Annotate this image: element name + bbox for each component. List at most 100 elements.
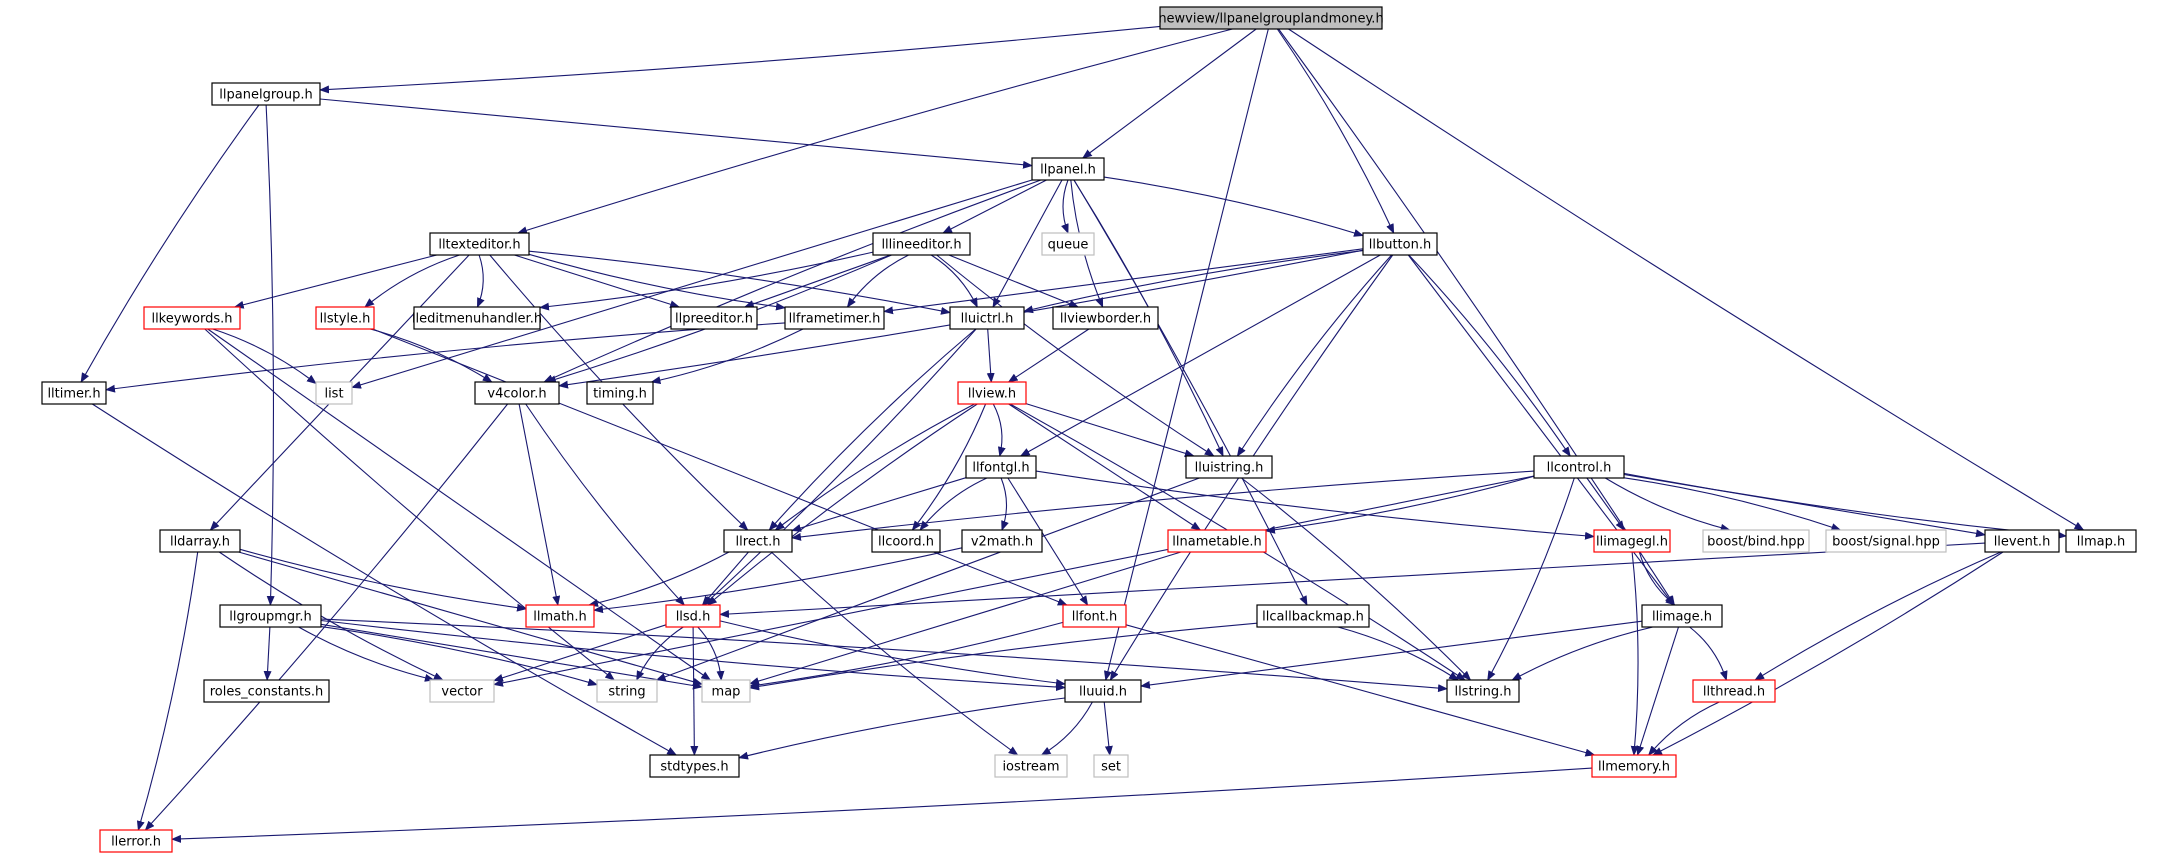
node-vector[interactable]: vector	[429, 679, 495, 703]
node-roles_constants[interactable]: roles_constants.h	[203, 679, 330, 703]
edge-llcontrol-to-llrect	[791, 470, 1535, 541]
node-lllineeditor[interactable]: lllineeditor.h	[872, 232, 971, 256]
node-lleditmenuhandler[interactable]: lleditmenuhandler.h	[412, 306, 542, 330]
node-llpanel[interactable]: llpanel.h	[1031, 157, 1105, 181]
edge-llsd-to-string	[636, 626, 684, 681]
node-llcontrol[interactable]: llcontrol.h	[1533, 455, 1625, 479]
edge-llsd-to-vector	[493, 624, 667, 682]
edge-llbutton-to-llframetimer	[883, 248, 1364, 315]
node-box-lllineeditor	[872, 232, 971, 256]
edge-root-to-lltexteditor	[517, 28, 1233, 235]
node-label-string: string	[608, 685, 645, 700]
node-label-llframetimer: llframetimer.h	[789, 312, 881, 327]
node-box-llmap	[2065, 529, 2137, 553]
node-lluistring[interactable]: lluistring.h	[1185, 455, 1273, 479]
node-llbutton[interactable]: llbutton.h	[1362, 232, 1438, 256]
node-label-llimagegl: llimagegl.h	[1596, 535, 1668, 550]
edge-lltexteditor-to-llstyle	[364, 254, 460, 308]
edge-llview-to-llfontgl	[992, 403, 1006, 457]
node-llnametable[interactable]: llnametable.h	[1167, 529, 1267, 553]
node-timing[interactable]: timing.h	[586, 381, 654, 405]
node-queue[interactable]: queue	[1041, 232, 1095, 256]
node-root[interactable]: newview/llpanelgrouplandmoney.h	[1158, 6, 1384, 30]
node-box-llstyle	[315, 306, 375, 330]
node-llgroupmgr[interactable]: llgroupmgr.h	[219, 604, 322, 628]
edge-lllineeditor-to-lleditmenuhandler	[539, 251, 874, 311]
node-box-lldarray	[159, 529, 241, 553]
node-llview[interactable]: llview.h	[957, 381, 1027, 405]
node-iostream[interactable]: iostream	[994, 754, 1068, 778]
edge-llpanel-to-lllineeditor	[942, 179, 1047, 234]
node-set[interactable]: set	[1093, 754, 1129, 778]
node-v2math[interactable]: v2math.h	[961, 529, 1043, 553]
node-llrect[interactable]: llrect.h	[723, 529, 793, 553]
node-v4color[interactable]: v4color.h	[474, 381, 560, 405]
node-lluictrl[interactable]: lluictrl.h	[949, 306, 1025, 330]
node-string[interactable]: string	[596, 679, 658, 703]
node-lltimer[interactable]: lltimer.h	[41, 381, 107, 405]
edge-llevent-to-llmemory	[1652, 551, 2004, 756]
edge-llpanel-to-queue	[1061, 179, 1069, 234]
node-lluuid[interactable]: lluuid.h	[1064, 679, 1142, 703]
node-list[interactable]: list	[315, 381, 353, 405]
edge-llimage-to-lluuid	[1140, 620, 1643, 689]
node-llstyle[interactable]: llstyle.h	[315, 306, 375, 330]
node-label-root: newview/llpanelgrouplandmoney.h	[1158, 12, 1383, 27]
node-label-llrect: llrect.h	[736, 535, 781, 550]
node-llfont[interactable]: llfont.h	[1062, 604, 1127, 628]
node-llmap[interactable]: llmap.h	[2065, 529, 2137, 553]
node-llkeywords[interactable]: llkeywords.h	[143, 306, 241, 330]
edge-llview-to-lluistring	[1025, 403, 1195, 458]
node-llviewborder[interactable]: llviewborder.h	[1052, 306, 1159, 330]
edge-llcontrol-to-vector	[493, 475, 1535, 687]
node-llcallbackmap[interactable]: llcallbackmap.h	[1256, 604, 1370, 628]
node-llmemory[interactable]: llmemory.h	[1591, 754, 1677, 778]
node-boostsignal[interactable]: boost/signal.hpp	[1825, 529, 1947, 553]
node-box-llview	[957, 381, 1027, 405]
node-lldarray[interactable]: lldarray.h	[159, 529, 241, 553]
node-box-llpanel	[1031, 157, 1105, 181]
edge-llgroupmgr-to-lluuid	[320, 619, 1066, 692]
edge-llcontrol-to-llstring	[1487, 477, 1575, 681]
node-llimage[interactable]: llimage.h	[1641, 604, 1723, 628]
node-label-llkeywords: llkeywords.h	[151, 312, 232, 327]
edge-llkeywords-to-string	[204, 328, 615, 681]
edge-root-to-llpanel	[1081, 28, 1257, 159]
edge-llpanel-to-v4color	[543, 179, 1042, 383]
edge-lluuid-to-set	[1103, 701, 1113, 756]
node-lltexteditor[interactable]: lltexteditor.h	[429, 232, 530, 256]
node-llsd[interactable]: llsd.h	[665, 604, 721, 628]
edge-root-to-llmap	[1288, 28, 2085, 531]
edge-lllineeditor-to-llviewborder	[948, 254, 1080, 308]
node-llerror[interactable]: llerror.h	[99, 829, 173, 853]
node-llfontgl[interactable]: llfontgl.h	[965, 455, 1037, 479]
edge-llview-to-llsd	[706, 403, 978, 606]
node-llpanelgroup[interactable]: llpanelgroup.h	[211, 82, 321, 106]
edge-llimagegl-to-llmemory	[1630, 551, 1639, 756]
edge-llbutton-to-llimage	[1407, 254, 1675, 606]
node-stdtypes[interactable]: stdtypes.h	[649, 754, 740, 778]
node-llthread[interactable]: llthread.h	[1692, 679, 1776, 703]
node-llcoord[interactable]: llcoord.h	[871, 529, 941, 553]
edge-llimage-to-llmemory	[1636, 626, 1680, 756]
node-box-llcallbackmap	[1256, 604, 1370, 628]
edge-llkeywords-to-map	[207, 328, 712, 681]
node-label-vector: vector	[441, 685, 483, 700]
node-label-llmemory: llmemory.h	[1598, 760, 1670, 775]
node-llimagegl[interactable]: llimagegl.h	[1593, 529, 1671, 553]
node-boostbind[interactable]: boost/bind.hpp	[1702, 529, 1810, 553]
edge-llbutton-to-llcontrol	[1408, 254, 1571, 457]
edge-lluuid-to-iostream	[1040, 701, 1093, 756]
node-llevent[interactable]: llevent.h	[1984, 529, 2060, 553]
node-llstring[interactable]: llstring.h	[1446, 679, 1520, 703]
node-llframetimer[interactable]: llframetimer.h	[784, 306, 885, 330]
node-llmath[interactable]: llmath.h	[525, 604, 595, 628]
edge-llcontrol-to-llmap	[1623, 472, 2067, 540]
node-label-v4color: v4color.h	[487, 387, 546, 402]
node-llpreeditor[interactable]: llpreeditor.h	[670, 306, 758, 330]
node-box-llpanelgroup	[211, 82, 321, 106]
node-label-lldarray: lldarray.h	[170, 535, 230, 550]
node-map[interactable]: map	[701, 679, 751, 703]
edge-lldarray-to-llmath	[239, 548, 527, 612]
